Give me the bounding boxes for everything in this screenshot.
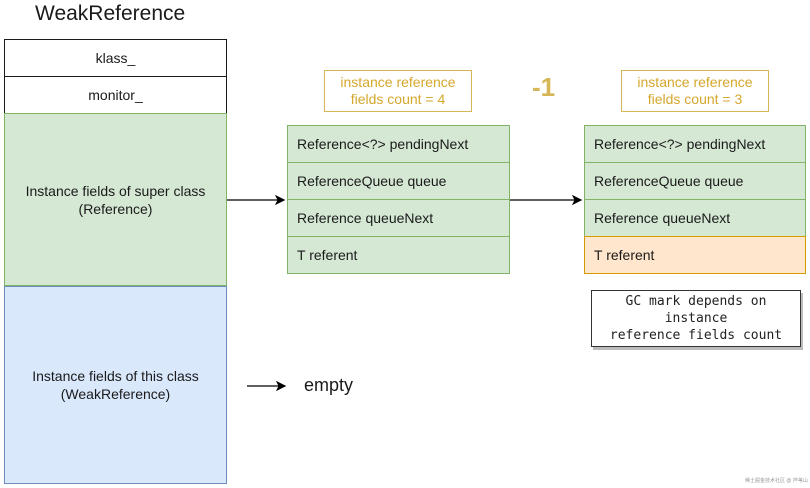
- gc-mark-note: GC mark depends on instance reference fi…: [591, 290, 801, 347]
- right-field-row-label: ReferenceQueue queue: [594, 173, 744, 189]
- super-class-fields-label: Instance fields of super class (Referenc…: [25, 182, 206, 217]
- right-field-row: Reference<?> pendingNext: [584, 125, 806, 163]
- left-field-row: Reference<?> pendingNext: [287, 125, 510, 163]
- right-field-row-label: Reference<?> pendingNext: [594, 136, 766, 152]
- right-field-row-label: T referent: [594, 247, 655, 263]
- left-field-row-label: Reference queueNext: [297, 210, 434, 226]
- right-count-note-text: instance reference fields count = 3: [637, 74, 753, 107]
- left-field-row-label: ReferenceQueue queue: [297, 173, 447, 189]
- left-count-note: instance reference fields count = 4: [324, 70, 472, 112]
- left-field-row-label: T referent: [297, 247, 358, 263]
- this-class-fields-cell: Instance fields of this class (WeakRefer…: [4, 286, 227, 484]
- right-field-row-label: Reference queueNext: [594, 210, 731, 226]
- this-class-fields-label: Instance fields of this class (WeakRefer…: [32, 368, 199, 402]
- watermark: 稀土掘金技术社区 @ 芦苇山: [745, 478, 808, 484]
- left-field-row-label: Reference<?> pendingNext: [297, 136, 469, 152]
- monitor-cell: monitor_: [4, 76, 227, 114]
- right-field-row-highlighted: T referent: [584, 236, 806, 274]
- right-field-row: ReferenceQueue queue: [584, 162, 806, 200]
- klass-label: klass_: [95, 50, 136, 66]
- gc-mark-note-text: GC mark depends on instance reference fi…: [609, 294, 783, 343]
- left-field-row: T referent: [287, 236, 510, 274]
- monitor-label: monitor_: [88, 87, 143, 103]
- diagram-title: WeakReference: [35, 2, 186, 25]
- left-count-note-text: instance reference fields count = 4: [340, 74, 456, 107]
- right-count-note: instance reference fields count = 3: [621, 70, 769, 112]
- super-class-fields-cell: Instance fields of super class (Referenc…: [4, 113, 227, 286]
- empty-label: empty: [304, 375, 354, 395]
- left-field-row: Reference queueNext: [287, 199, 510, 237]
- minus-one-label: -1: [532, 72, 556, 102]
